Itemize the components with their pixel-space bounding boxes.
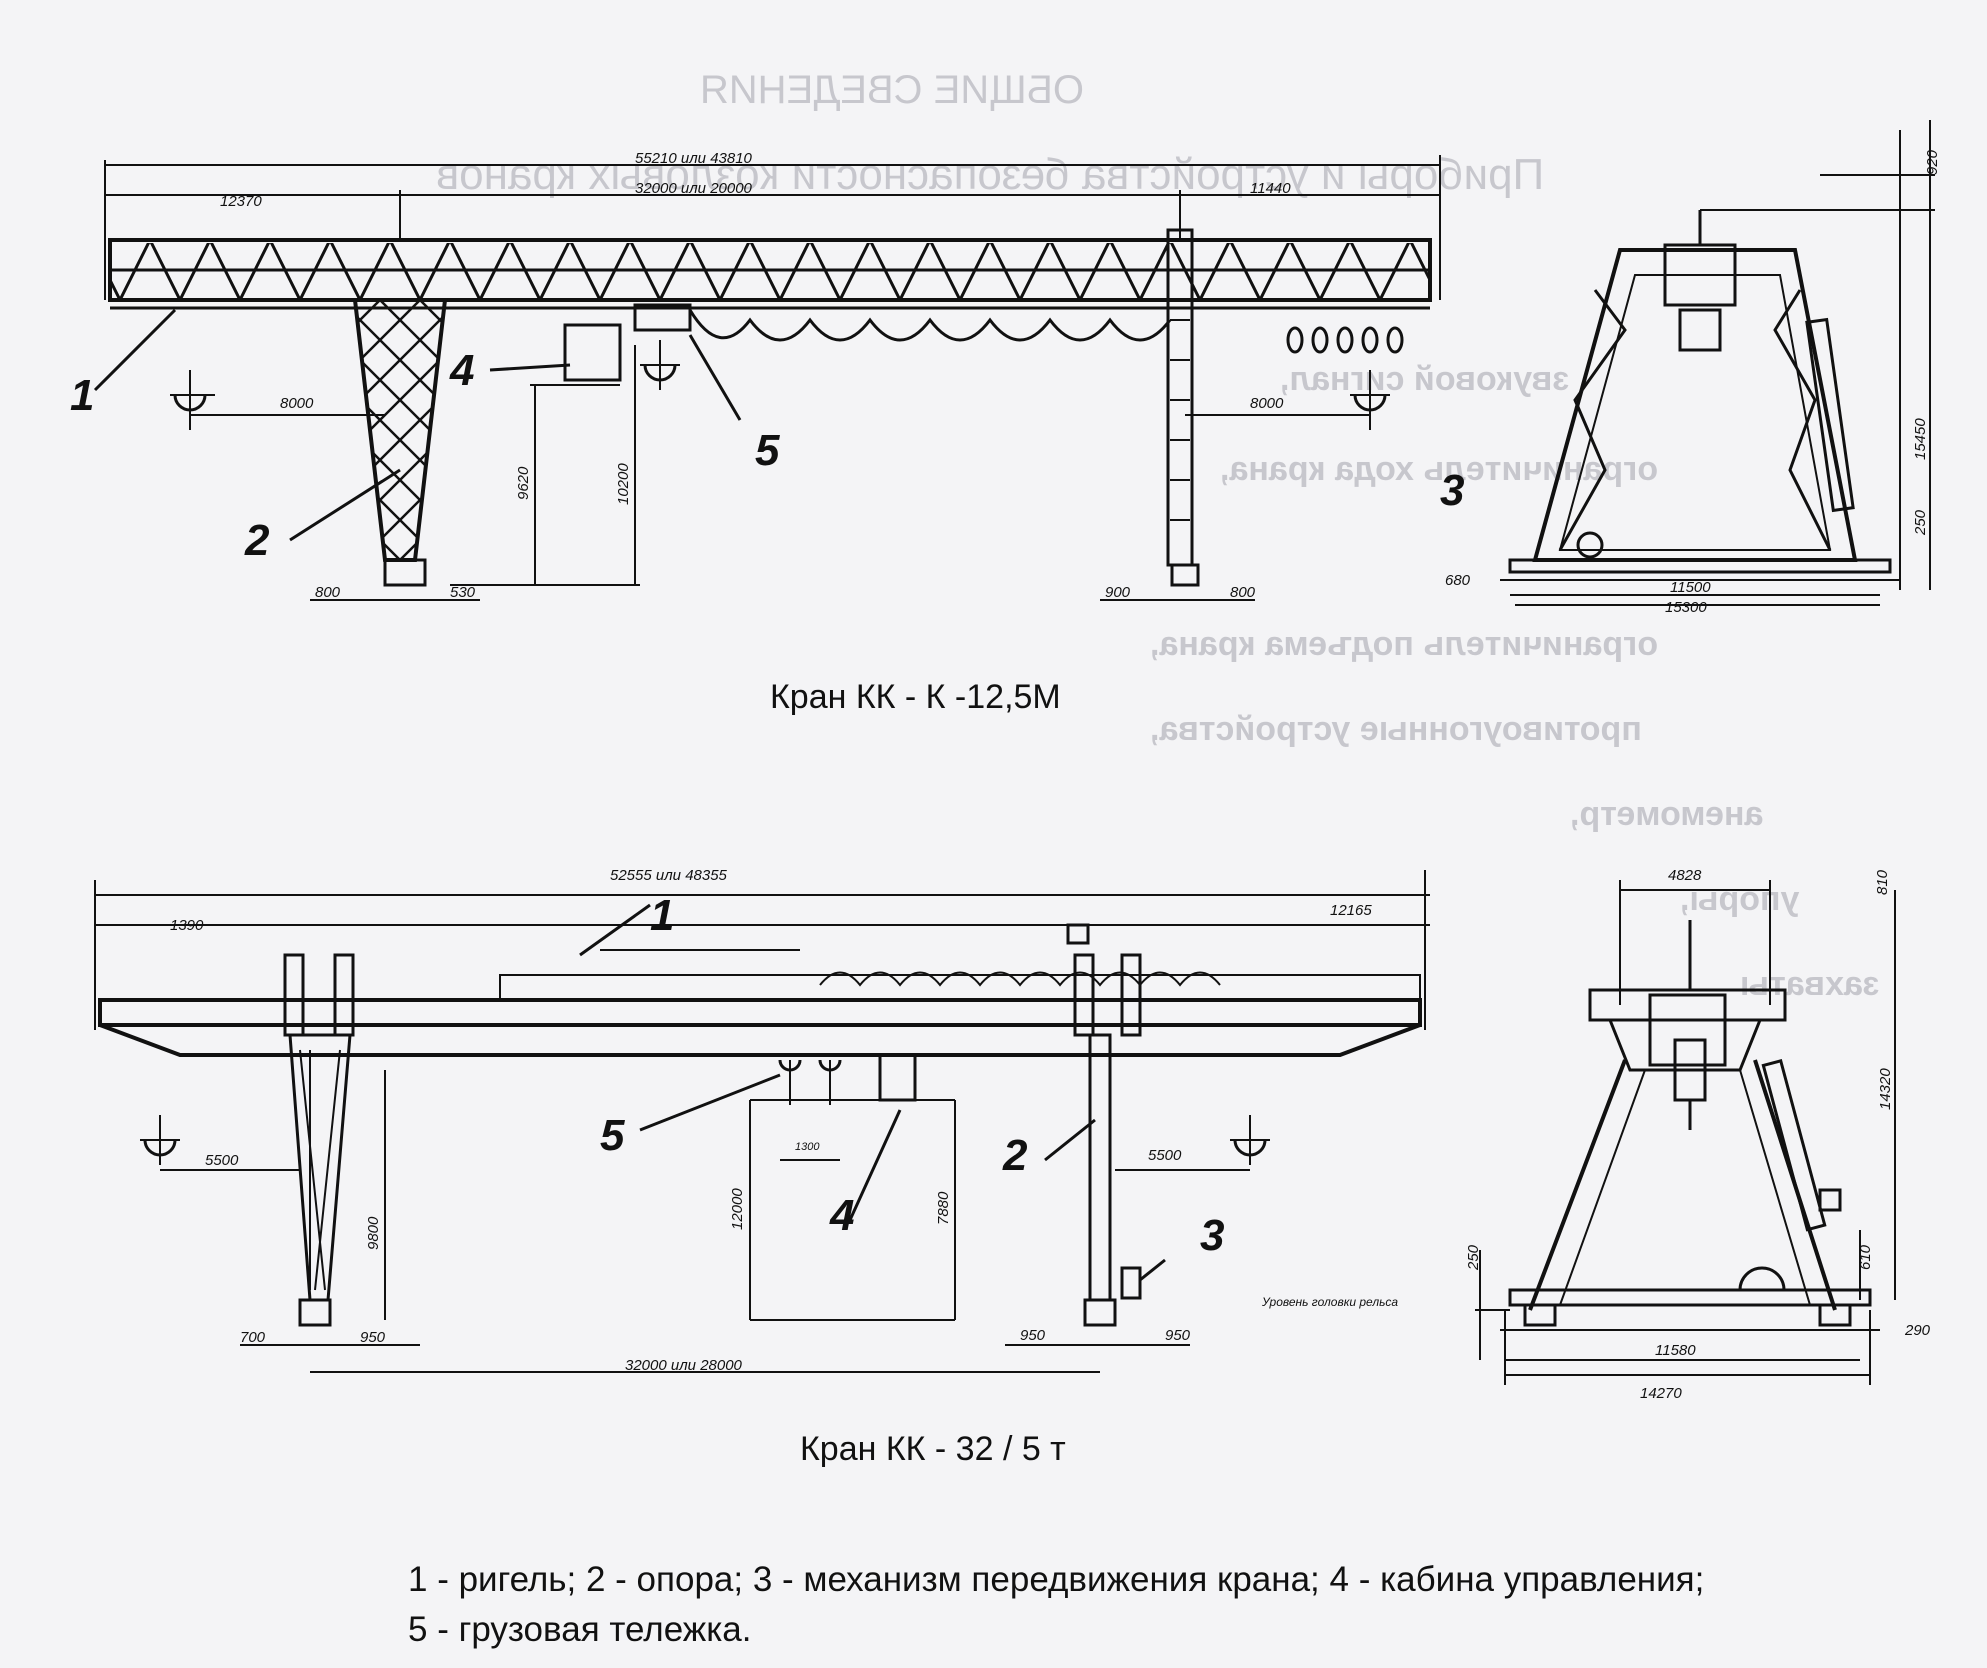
crane1-caption: Кран КК - К -12,5М: [770, 678, 1061, 716]
c2-dim-reach-right: 5500: [1148, 1147, 1182, 1164]
c2-dim-side-height: 14320: [1877, 1068, 1894, 1110]
c2-dim-reach-left: 5500: [205, 1152, 239, 1169]
c1-dim-height1: 9620: [515, 466, 532, 500]
c1-dim-foot-left-b: 530: [450, 584, 476, 601]
c2-dim-span: 32000 или 28000: [625, 1357, 743, 1374]
crane1-dimension-labels: 55210 или 43810 32000 или 20000 12370 11…: [220, 149, 1941, 616]
c1-dim-side-height: 15450: [1912, 418, 1929, 460]
c2-callout-2: 2: [1002, 1131, 1028, 1180]
c2-dim-foot-right-b: 950: [1165, 1327, 1191, 1344]
c2-dim-overall: 52555 или 48355: [610, 867, 728, 884]
c2-rail-level: Уровень головки рельса: [1261, 1295, 1398, 1309]
c2-dim-foot-left-a: 700: [240, 1329, 266, 1346]
c2-dim-foot-right-a: 950: [1020, 1327, 1046, 1344]
c2-dim-trolley-gap: 1300: [795, 1141, 820, 1153]
c2-callout-1: 1: [650, 891, 674, 940]
crane1-festoon-cable: [688, 309, 1172, 342]
c1-dim-side-wheel: 680: [1445, 572, 1471, 589]
c1-dim-left-console: 12370: [220, 193, 262, 210]
c1-dim-foot-left-a: 800: [315, 584, 341, 601]
crane2-cabin: [878, 1053, 917, 1102]
crane2-front-view: [94, 870, 1430, 1373]
crane2-left-leg: [283, 953, 355, 1327]
c1-dim-side-base: 250: [1912, 509, 1929, 536]
crane1-trolley: [633, 303, 692, 332]
c2-dim-side-base-right: 610: [1857, 1244, 1874, 1270]
crane1-right-leg: [1166, 228, 1200, 587]
legend: 1 - ригель; 2 - опора; 3 - механизм пере…: [408, 1560, 1705, 1649]
c2-dim-side-outer: 14270: [1640, 1385, 1682, 1402]
c2-dim-foot-left-b: 950: [360, 1329, 386, 1346]
crane1-side-view: [1500, 120, 1935, 606]
c2-dim-side-top-width: 4828: [1668, 867, 1702, 884]
c2-callout-3: 3: [1200, 1211, 1224, 1260]
c2-dim-right-console: 12165: [1330, 902, 1372, 919]
c1-dim-side-inner: 11500: [1670, 579, 1711, 596]
c2-dim-hook-height: 12000: [729, 1188, 746, 1230]
c1-callout-1: 1: [70, 371, 94, 420]
crane2-trolley: [778, 1059, 842, 1105]
crane1-left-leg: [352, 298, 448, 587]
c2-dim-left-console: 1390: [170, 917, 204, 934]
c1-dim-reach-left: 8000: [280, 395, 314, 412]
c1-callout-3: 3: [1440, 466, 1464, 515]
crane1-hook-mid: [640, 340, 680, 390]
crane1-front-view: [93, 155, 1441, 601]
crane2-dimension-labels: 52555 или 48355 1390 12165 5500 5500 980…: [170, 867, 1931, 1402]
crane1-hook-right: [1350, 370, 1390, 430]
c1-callout-2: 2: [244, 516, 270, 565]
c1-dim-overall: 55210 или 43810: [635, 150, 753, 167]
crane1-callouts: 1 2 3 4 5: [70, 346, 1464, 565]
crane2-caption: Кран КК - 32 / 5 т: [800, 1430, 1066, 1468]
crane1-cabin: [563, 323, 622, 382]
crane2-right-leg: [1066, 923, 1142, 1327]
crane2-side-view: [1475, 880, 1896, 1385]
c1-dim-side-top: 920: [1924, 149, 1941, 175]
c2-dim-side-inner: 11580: [1655, 1342, 1696, 1359]
c2-callout-4: 4: [829, 1191, 854, 1240]
c2-dim-side-top: 810: [1874, 869, 1891, 895]
crane2-hook-left: [140, 1115, 180, 1165]
c2-dim-side-base-left: 250: [1465, 1244, 1482, 1271]
c1-dim-side-outer: 15300: [1665, 599, 1707, 616]
c1-dim-span: 32000 или 20000: [635, 180, 753, 197]
c1-dim-foot-right-a: 900: [1105, 584, 1131, 601]
c2-dim-side-edge: 290: [1904, 1322, 1931, 1339]
crane2-girder: [98, 949, 1422, 1057]
c1-callout-5: 5: [755, 426, 780, 475]
c1-dim-right-console: 11440: [1250, 180, 1291, 197]
crane1-girder: [108, 238, 1432, 310]
crane2-callouts: 1 2 3 4 5: [600, 891, 1224, 1260]
c2-callout-5: 5: [600, 1111, 625, 1160]
c2-dim-height-left: 9800: [365, 1216, 382, 1250]
c2-dim-cab-height: 7880: [935, 1191, 952, 1225]
crane1-hook-left: [170, 370, 215, 430]
c1-dim-height2: 10200: [615, 463, 632, 505]
c1-dim-reach-right: 8000: [1250, 395, 1284, 412]
crane2-hook-right: [1230, 1115, 1270, 1165]
c1-dim-foot-right-b: 800: [1230, 584, 1256, 601]
c1-callout-4: 4: [449, 346, 474, 395]
